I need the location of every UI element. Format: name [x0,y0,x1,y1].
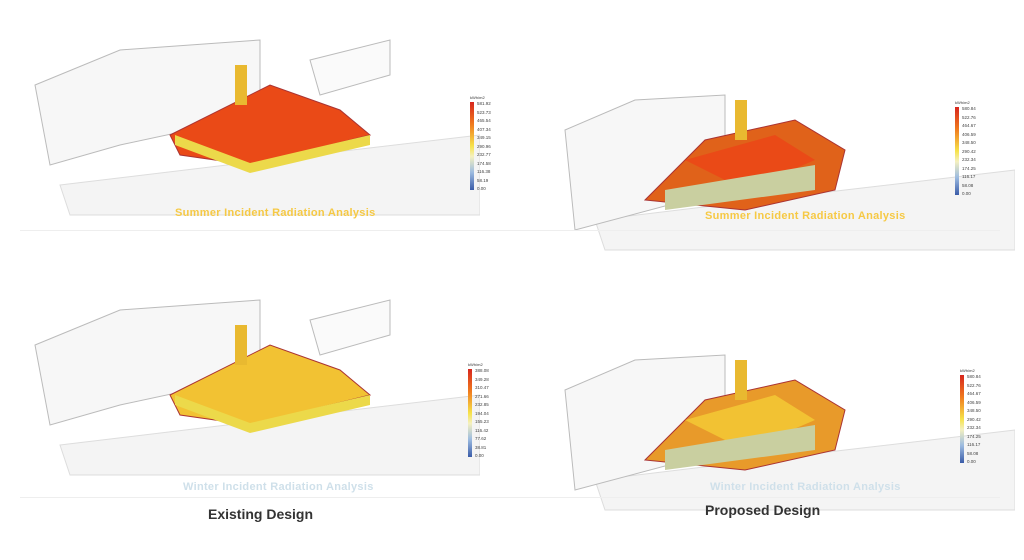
legend-value: 116.17 [967,442,981,447]
legend-value: 232.85 [475,402,489,407]
radiation-model-3: kWh/m2 580.84 522.76 464.67 406.59 348.50 290… [545,310,1024,560]
legend-value: 174.58 [477,160,491,166]
color-legend: kWh/m2 388.08 349.28 310.47 271.66 232.85 194… [468,362,518,462]
legend-unit: kWh/m2 [470,95,485,100]
legend-value: 0.00 [967,459,976,464]
existing-design-label: Existing Design [208,506,314,522]
panel-title: Winter Incident Radiation Analysis [710,481,901,493]
legend-value: 348.50 [967,408,981,413]
legend-value: 310.47 [475,385,489,390]
legend-value: 580.84 [962,106,976,111]
legend-value: 464.67 [962,123,976,128]
legend-color-bar [468,369,472,457]
legend-value: 349.28 [475,376,489,382]
legend-value: 406.59 [962,131,976,137]
legend-value: 348.50 [962,140,976,145]
panel-title: Summer Incident Radiation Analysis [175,207,376,219]
divider [20,497,1000,498]
legend-value: 174.25 [967,433,981,439]
legend-value: 407.34 [477,126,491,132]
legend-value: 271.66 [475,393,489,399]
radiation-model-0: kWh/m2 581.92 523.73 465.54 407.34 349.15 290… [10,15,510,265]
color-legend: kWh/m2 580.84 522.76 464.67 406.59 348.50 290… [955,100,1005,200]
legend-value: 522.76 [967,382,981,388]
legend-value: 174.25 [962,165,976,171]
legend-value: 194.04 [475,410,489,416]
color-legend: kWh/m2 581.92 523.73 465.54 407.34 349.15 290… [470,95,520,195]
legend-value: 155.23 [475,419,489,424]
legend-value: 58.08 [967,450,979,456]
legend-value: 232.34 [962,157,976,162]
legend-value: 116.17 [962,174,976,179]
legend-value: 388.08 [475,368,489,373]
legend-value: 290.96 [477,143,491,149]
legend-unit: kWh/m2 [955,100,970,105]
legend-value: 465.54 [477,118,491,123]
legend-value: 0.00 [962,191,971,196]
legend-value: 581.92 [477,101,491,106]
legend-unit: kWh/m2 [960,368,975,373]
legend-value: 77.62 [475,436,487,441]
radiation-model-2: kWh/m2 388.08 349.28 310.47 271.66 232.85 194… [10,275,510,525]
legend-value: 523.73 [477,109,491,115]
proposed-design-label: Proposed Design [705,502,821,518]
legend-value: 58.08 [962,182,974,188]
radiation-model-1: kWh/m2 580.84 522.76 464.67 406.59 348.50 290… [545,50,1024,300]
legend-color-bar [470,102,474,190]
color-legend: kWh/m2 580.84 522.76 464.67 406.59 348.50 290… [960,368,1010,468]
legend-value: 406.59 [967,399,981,405]
divider [20,230,1000,231]
legend-value: 232.77 [477,152,491,157]
legend-value: 349.15 [477,135,491,140]
legend-value: 290.42 [967,416,981,422]
legend-value: 464.67 [967,391,981,396]
legend-value: 116.42 [475,427,489,433]
legend-value: 522.76 [962,114,976,120]
legend-value: 0.00 [475,453,484,458]
legend-value: 38.81 [475,444,487,450]
legend-color-bar [955,107,959,195]
legend-value: 290.42 [962,148,976,154]
legend-value: 580.84 [967,374,981,379]
legend-unit: kWh/m2 [468,362,483,367]
legend-value: 0.00 [477,186,486,191]
legend-value: 232.34 [967,425,981,430]
legend-value: 116.38 [477,169,491,174]
legend-color-bar [960,375,964,463]
panel-title: Summer Incident Radiation Analysis [705,210,906,222]
legend-value: 58.19 [477,177,489,183]
panel-title: Winter Incident Radiation Analysis [183,481,374,493]
